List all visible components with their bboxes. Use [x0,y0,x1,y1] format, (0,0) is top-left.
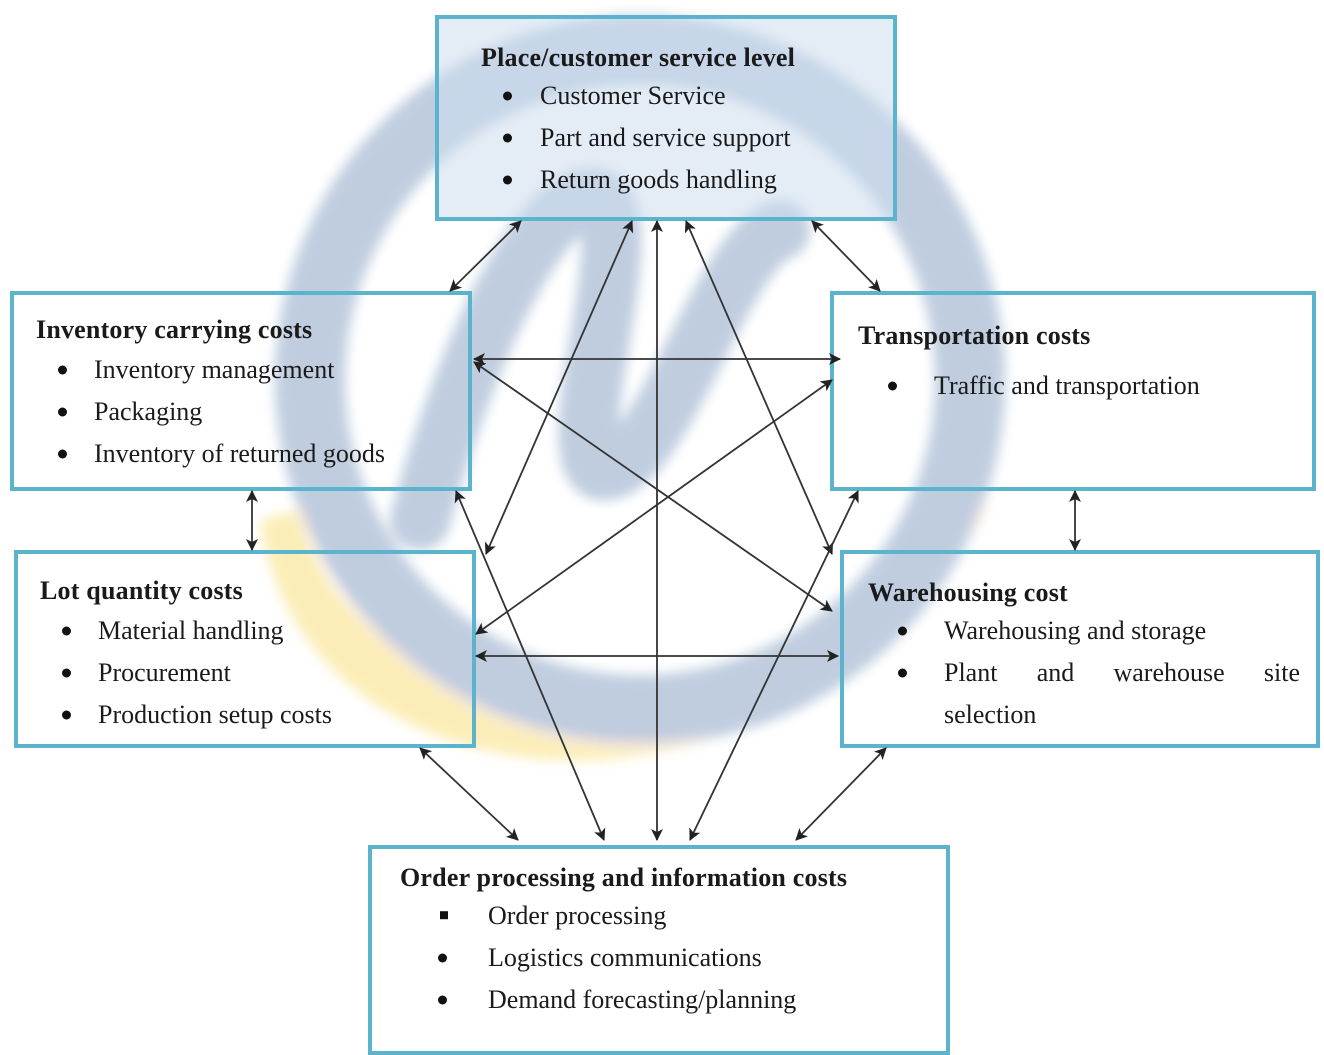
bullet-icon [888,381,897,391]
place-customer-service-box: Place/customer service level Customer Se… [435,15,897,221]
transportation-box: Transportation costs Traffic and transpo… [830,291,1316,491]
inventory-carrying-title: Inventory carrying costs [36,315,313,344]
transportation-list: Traffic and transportation [888,365,1200,407]
list-item: Customer Service [503,75,791,117]
lot-quantity-list: Material handling Procurement Production… [62,610,332,736]
bullet-icon [62,626,71,636]
list-item: selection [944,700,1037,729]
inventory-carrying-box: Inventory carrying costs Inventory manag… [10,291,472,491]
plant-warehouse-line: Plant and warehouse site [944,652,1300,694]
inventory-carrying-list: Inventory management Packaging Inventory… [58,349,385,475]
list-item: Material handling [62,610,332,652]
lot-quantity-box: Lot quantity costs Material handling Pro… [14,550,476,748]
warehousing-title: Warehousing cost [868,578,1068,607]
justified-text: Plant and warehouse site [944,652,1300,694]
bullet-icon [438,995,447,1005]
list-item: Inventory of returned goods [58,433,385,475]
warehousing-list: Warehousing and storage Plant and warehous… [898,610,1300,736]
bullet-icon [438,953,447,963]
list-item: Logistics communications [438,937,796,979]
bullet-icon [503,91,512,101]
justified-word: warehouse [1113,658,1225,687]
list-item: Part and service support [503,117,791,159]
bullet-icon [898,668,907,678]
bullet-icon [58,365,67,375]
justified-word: site [1263,658,1300,687]
bullet-icon [62,668,71,678]
bullet-icon [58,407,67,417]
order-processing-box: Order processing and information costs O… [368,845,950,1055]
list-item: Inventory management [58,349,385,391]
bullet-icon [503,175,512,185]
place-customer-service-list: Customer Service Part and service suppor… [503,75,791,201]
warehousing-box: Warehousing cost Warehousing and storage… [840,550,1320,748]
place-customer-service-title: Place/customer service level [481,43,796,72]
list-item: Order processing [438,895,796,937]
list-item: Packaging [58,391,385,433]
list-item: Demand forecasting/planning [438,979,796,1021]
transportation-title: Transportation costs [858,321,1091,350]
order-processing-list: Order processing Logistics communication… [438,895,796,1021]
bullet-icon [62,710,71,720]
list-item: Plant and warehouse site [898,652,1300,694]
list-item: Return goods handling [503,159,791,201]
justified-word: and [1036,658,1075,687]
square-bullet-icon [440,911,448,920]
order-processing-title: Order processing and information costs [400,863,848,892]
bullet-icon [503,133,512,143]
lot-quantity-title: Lot quantity costs [40,576,243,605]
list-item: Procurement [62,652,332,694]
bullet-icon [58,449,67,459]
list-item: Production setup costs [62,694,332,736]
justified-word: Plant [944,658,998,687]
list-item: Warehousing and storage [898,610,1300,652]
bullet-icon [898,626,907,636]
list-item: Traffic and transportation [888,365,1200,407]
